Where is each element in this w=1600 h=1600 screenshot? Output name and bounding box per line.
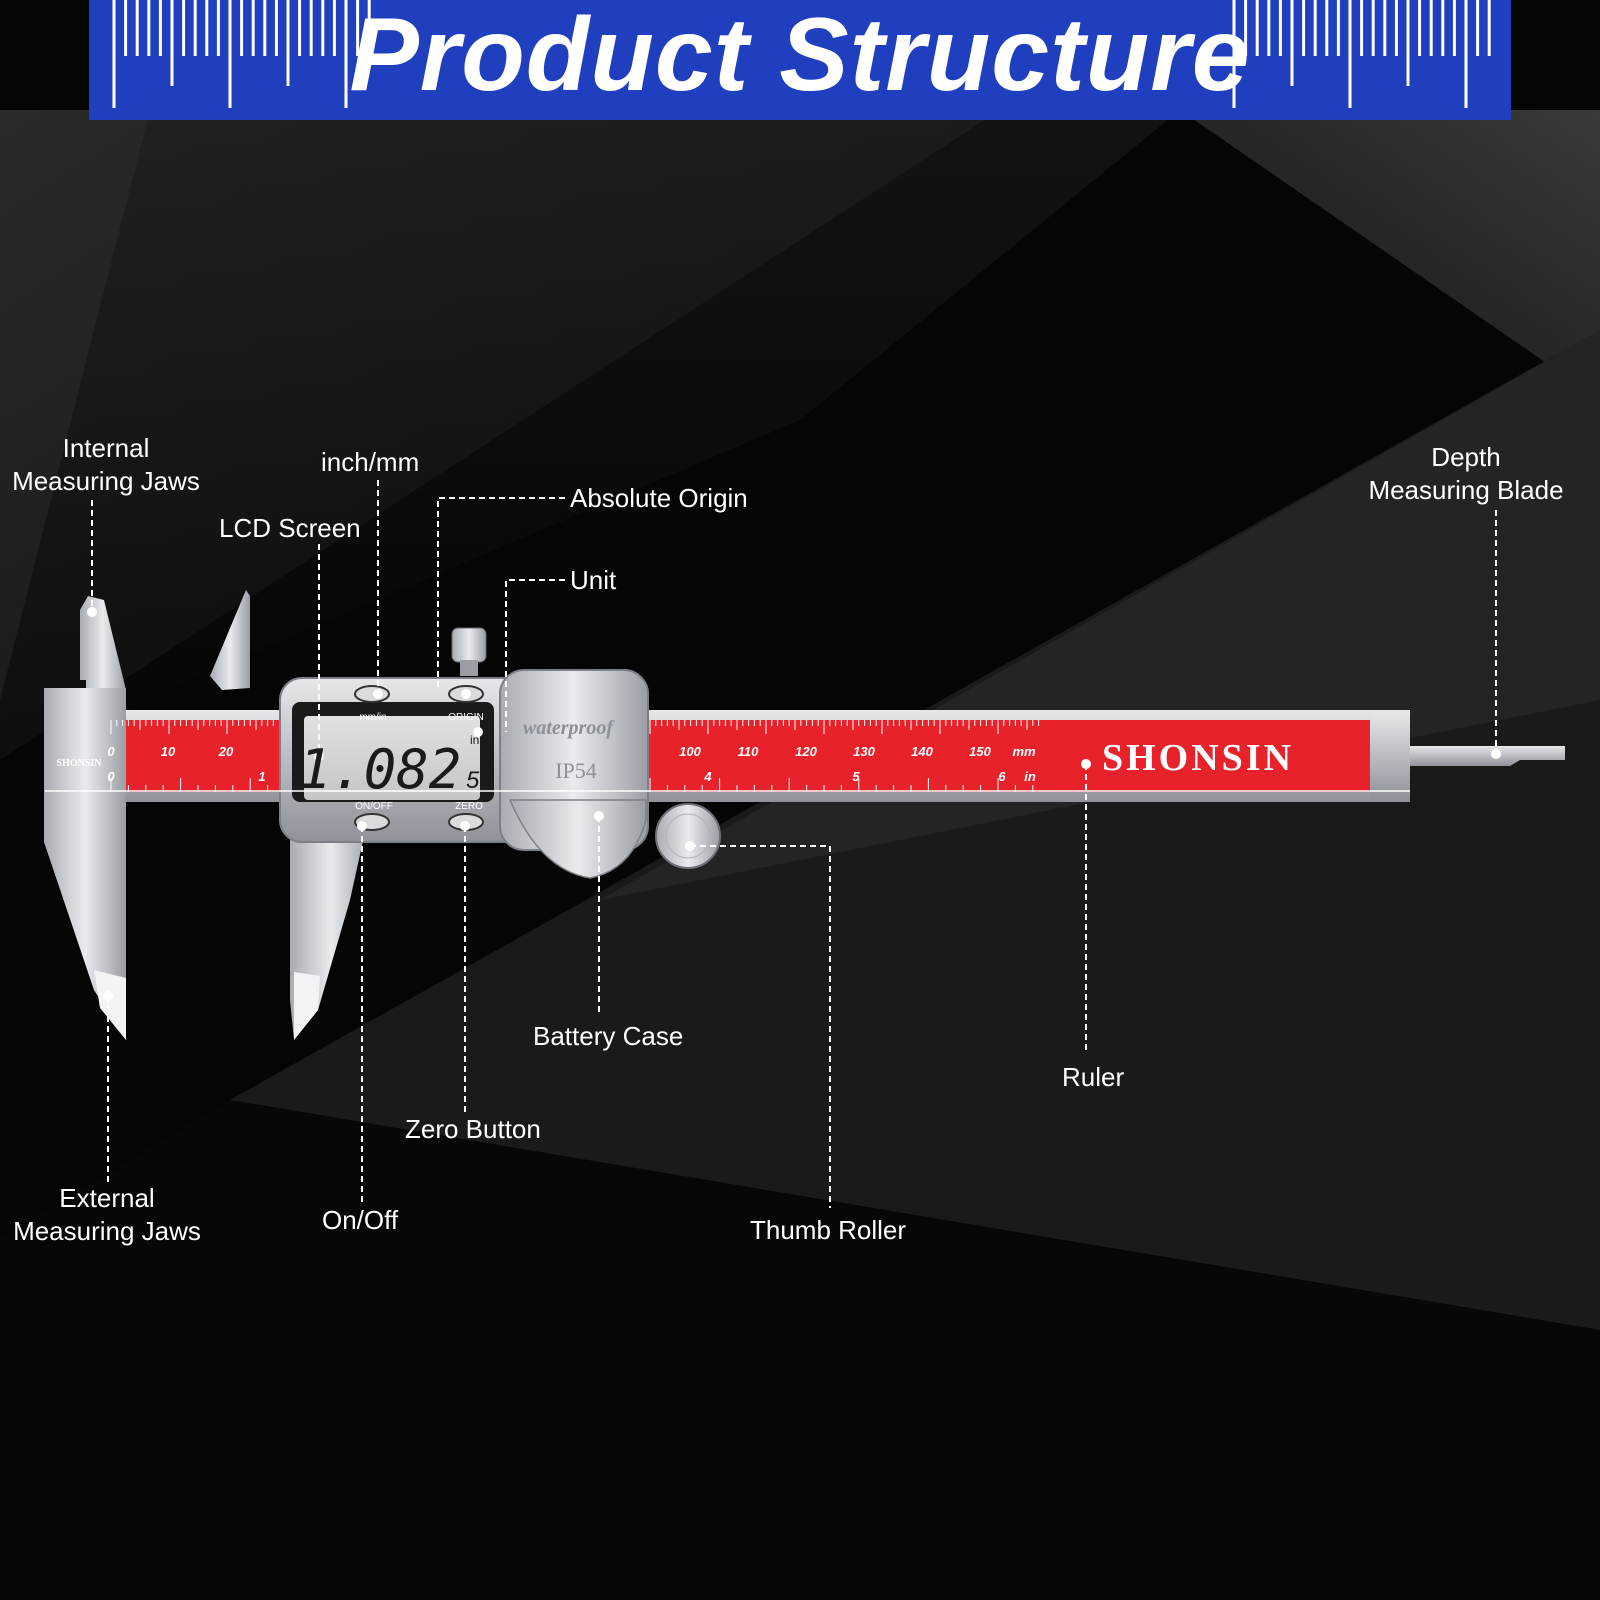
label-absolute-origin: Absolute Origin [570,483,748,513]
leader-unit [505,579,565,732]
scale-in-4: 4 [703,769,712,784]
label-depth-blade: Depth Measuring Blade [1356,441,1576,507]
label-internal-jaws-line2: Measuring Jaws [12,466,200,496]
display-sub-digit: 5 [466,767,480,794]
label-unit: Unit [570,565,617,595]
ip-rating-text: IP54 [555,758,597,783]
title-banner [89,0,1511,120]
label-external-jaws-line1: External [59,1183,155,1213]
on-off-button-label: ON/OFF [355,801,393,812]
mm-in-button-label: mm/in [359,712,386,723]
sliding-internal-jaw [210,590,250,690]
scale-in-6: 6 [998,769,1006,784]
red-ruler-band [45,720,1410,792]
scale-unit-in: in [1024,769,1036,784]
scale-mm-140: 140 [911,744,933,759]
scale-in-1: 1 [258,769,265,784]
label-external-jaws: External Measuring Jaws [0,1182,214,1248]
scale-mm-20: 20 [218,744,234,759]
page-title: Product Structure [349,0,1251,113]
origin-button-label: ORIGIN [448,712,484,723]
leader-absolute-origin [437,497,565,690]
label-battery-case: Battery Case [533,1021,684,1051]
zero-button-label: ZERO [455,801,483,812]
scale-mm-130: 130 [853,744,875,759]
scale-zero-mm: 0 [107,744,115,759]
scale-zero-in: 0 [107,769,115,784]
scale-in-5: 5 [852,769,860,784]
label-depth-blade-line2: Measuring Blade [1368,475,1564,505]
scale-mm-150: 150 [969,744,991,759]
thumb-roller [655,803,721,869]
label-zero-button: Zero Button [405,1114,541,1144]
fixed-external-jaw [44,688,126,1040]
label-on-off: On/Off [322,1205,399,1235]
scale-unit-mm: mm [1012,744,1036,759]
banner-ruler-ticks [112,0,1491,108]
scale-mm-120: 120 [795,744,817,759]
label-inch-mm: inch/mm [321,447,420,477]
label-internal-jaws-line1: Internal [62,433,150,463]
scale-mm-100: 100 [679,744,701,759]
depth-blade [1410,746,1565,766]
display-reading: 1.082 [299,738,462,801]
waterproof-text: waterproof [523,717,615,739]
label-external-jaws-line2: Measuring Jaws [13,1216,201,1246]
scale-mm-10: 10 [161,744,176,759]
leader-thumb-roller [690,845,831,1208]
display-unit-in: in [470,733,479,747]
label-ruler: Ruler [1062,1062,1125,1092]
label-internal-jaws: Internal Measuring Jaws [0,432,212,498]
ruler-scale-ticks [45,720,1410,792]
label-depth-blade-line1: Depth [1431,442,1501,472]
label-lcd-screen: LCD Screen [219,513,361,543]
battery-case [508,799,647,879]
lcd-screen [304,716,480,800]
brand-logo: SHONSIN [1102,737,1294,779]
label-thumb-roller: Thumb Roller [750,1215,907,1245]
small-brand-logo: SHONSIN [56,758,102,769]
scale-mm-110: 110 [738,744,759,759]
